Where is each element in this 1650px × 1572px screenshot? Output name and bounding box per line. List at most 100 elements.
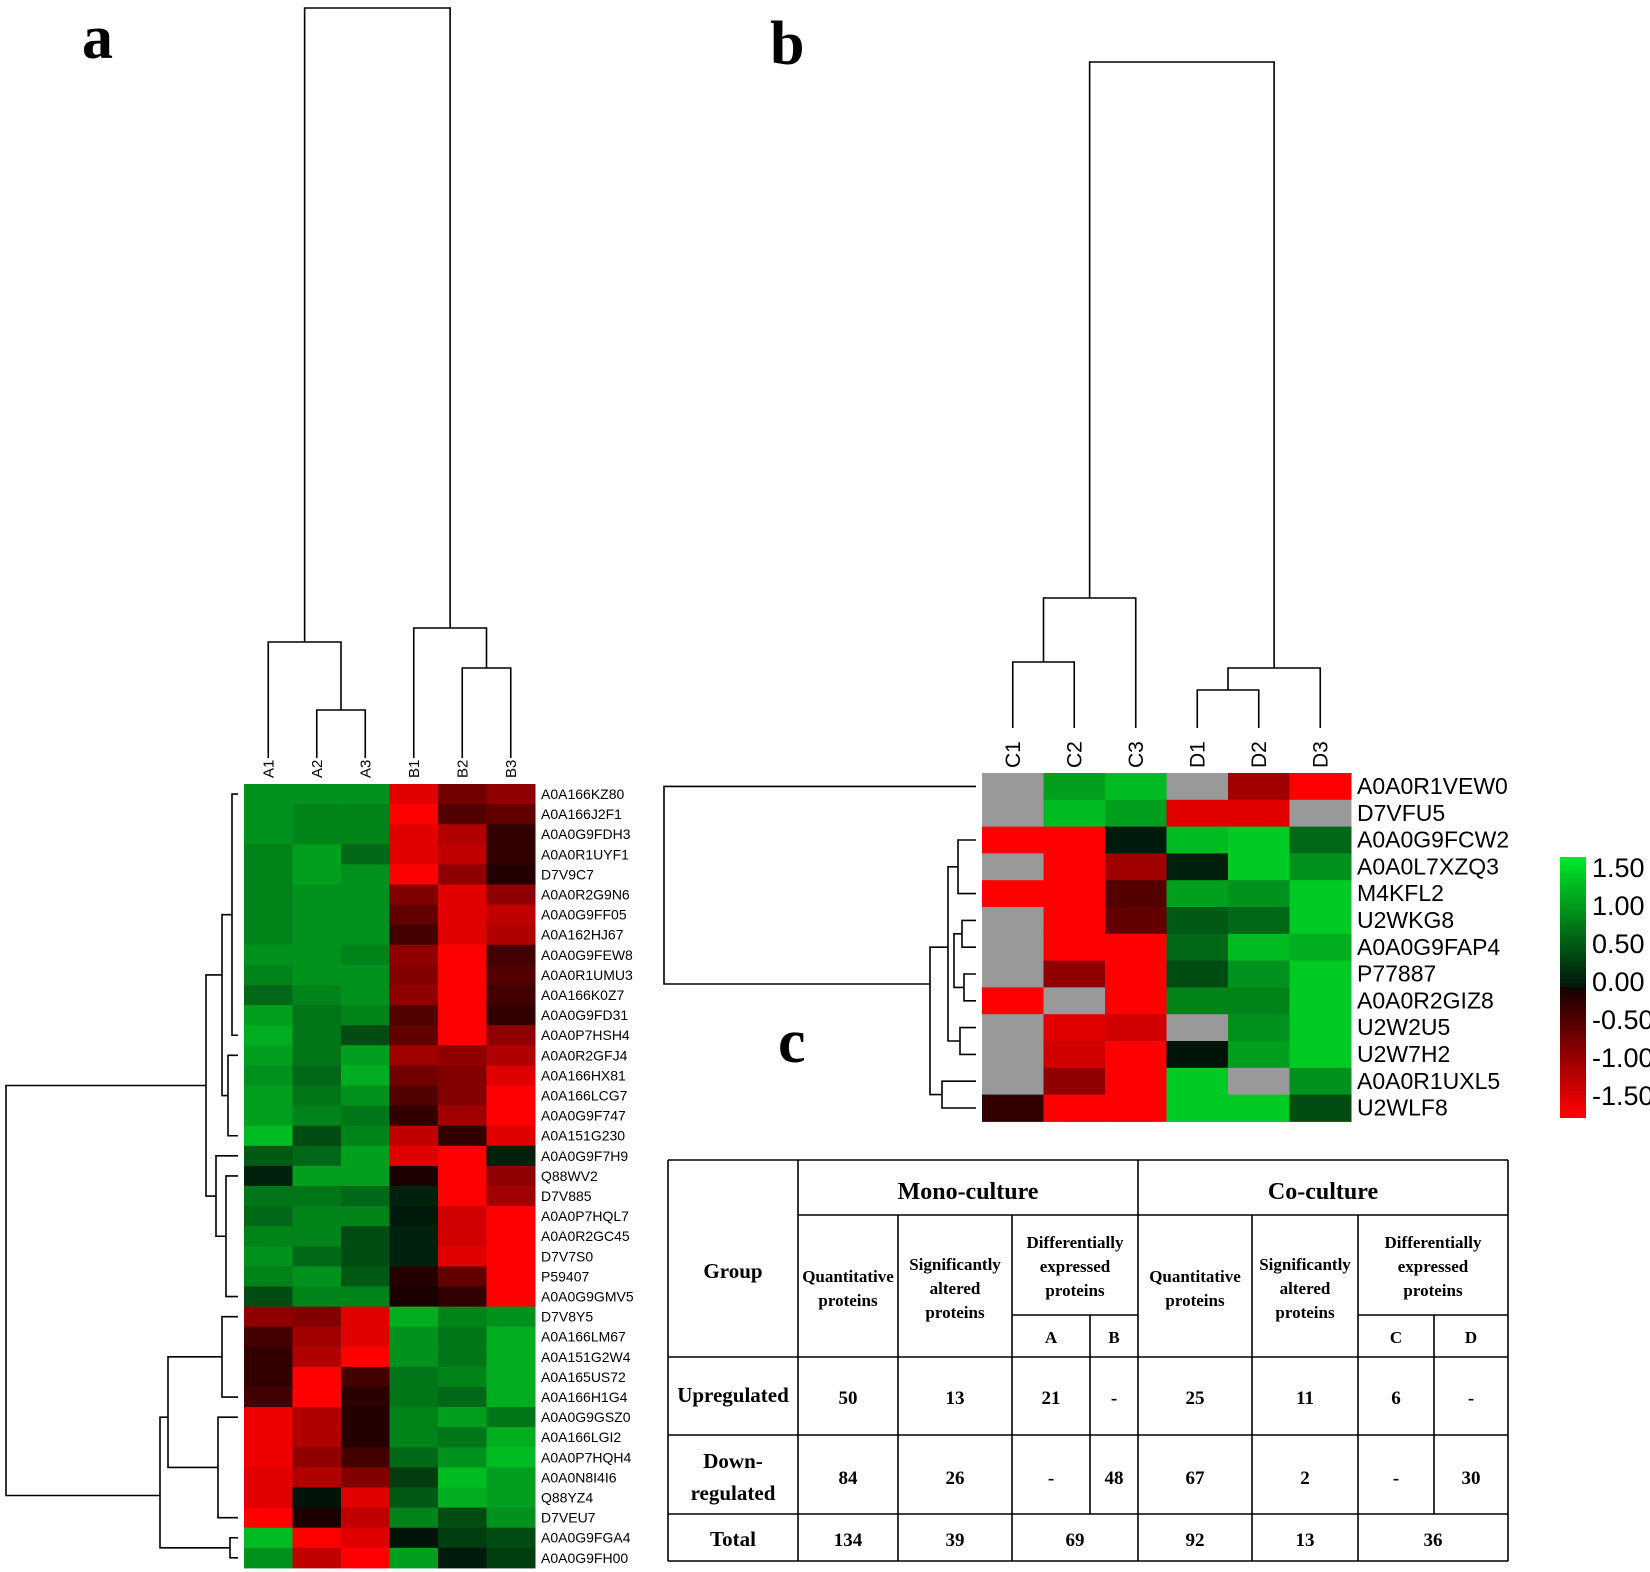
- heatmap-a-cell: [486, 1487, 536, 1509]
- legend-swatch: [1560, 930, 1586, 936]
- heatmap-a-cell: [292, 1547, 342, 1569]
- heatmap-a-cell: [341, 1246, 390, 1267]
- heatmap-a-cell: [244, 1507, 293, 1529]
- dendrogram-a-row-branch: [221, 913, 232, 1097]
- heatmap-a-row-label: A0A0G9FEW8: [541, 947, 633, 963]
- heatmap-a-cell: [244, 1145, 293, 1167]
- table-cell: 13: [1296, 1530, 1315, 1551]
- table-cell: 69: [1066, 1530, 1085, 1551]
- heatmap-a-cell: [292, 1206, 342, 1227]
- heatmap-a-cell: [486, 804, 536, 825]
- heatmap-a-cell: [244, 1527, 293, 1549]
- heatmap-b-cell: [1105, 1041, 1167, 1069]
- heatmap-a-cell: [292, 1065, 342, 1086]
- heatmap-a-cell: [244, 985, 293, 1006]
- heatmap-b-cell: [1166, 987, 1229, 1015]
- heatmap-a-cell: [438, 944, 487, 966]
- heatmap-a-cell: [341, 1487, 390, 1509]
- legend-swatch: [1560, 1030, 1586, 1036]
- heatmap-a-column-label: B2: [454, 760, 471, 778]
- dendrogram-a-row-branch: [205, 974, 222, 1197]
- heatmap-a-cell: [486, 1005, 536, 1026]
- legend-swatch: [1560, 1034, 1586, 1040]
- heatmap-b-cell: [1043, 826, 1106, 854]
- heatmap-a-cell: [341, 864, 390, 885]
- legend-swatch: [1560, 1017, 1586, 1023]
- heatmap-a-column-label: B3: [503, 760, 520, 778]
- table-subheader: Differentially: [1027, 1233, 1124, 1252]
- heatmap-b-row-label: U2WLF8: [1357, 1095, 1448, 1121]
- table-cell: 6: [1391, 1388, 1401, 1409]
- table-row-label: regulated: [691, 1481, 776, 1505]
- heatmap-a-cell: [292, 904, 342, 926]
- heatmap-a-row-label: D7V9C7: [541, 866, 594, 882]
- heatmap-a-cell: [438, 1507, 487, 1529]
- dendrogram-a-row-branch: [229, 1536, 238, 1559]
- heatmap-a-cell: [244, 924, 293, 946]
- heatmap-a-cell: [341, 1547, 390, 1569]
- heatmap-a-cell: [244, 1266, 293, 1287]
- legend-swatch: [1560, 1013, 1586, 1019]
- heatmap-a-cell: [486, 1226, 536, 1247]
- heatmap-b-cell: [982, 907, 1044, 935]
- dendrogram-b-row-branch: [941, 1080, 976, 1109]
- heatmap-a-cell: [292, 1507, 342, 1529]
- table-cell: 48: [1105, 1468, 1124, 1489]
- heatmap-b-cell: [1289, 853, 1352, 881]
- heatmap-a-cell: [389, 824, 439, 845]
- heatmap-a-cell: [292, 1346, 342, 1368]
- heatmap-a-column-label: A1: [260, 760, 277, 778]
- heatmap-a-cell: [292, 1407, 342, 1428]
- legend-tick-label: 1.00: [1592, 891, 1645, 921]
- heatmap-b-cell: [1228, 1041, 1290, 1069]
- heatmap-a-cell: [341, 884, 390, 906]
- heatmap-a-row-label: A0A0R2G9N6: [541, 887, 630, 903]
- legend-swatch: [1560, 943, 1586, 949]
- heatmap-a-cell: [292, 1527, 342, 1549]
- heatmap-a-cell: [486, 1387, 536, 1408]
- heatmap-a-cell: [292, 824, 342, 845]
- heatmap-a-cell: [341, 1306, 390, 1328]
- table-subheader: Differentially: [1385, 1233, 1482, 1252]
- heatmap-a-cell: [292, 1085, 342, 1107]
- heatmap-a-cell: [292, 964, 342, 986]
- heatmap-a-cell: [292, 1306, 342, 1328]
- heatmap-a-cell: [389, 1105, 439, 1127]
- heatmap-b-cell: [1166, 1041, 1229, 1069]
- heatmap-a-cell: [438, 1125, 487, 1147]
- heatmap-a-cell: [292, 1447, 342, 1468]
- table-subheader: Significantly: [909, 1255, 1001, 1274]
- heatmap-a-row-label: A0A0P7HQL7: [541, 1208, 629, 1224]
- heatmap-b-cell: [1166, 1014, 1229, 1042]
- heatmap-a-cell: [244, 1125, 293, 1147]
- legend-swatch: [1560, 1043, 1586, 1049]
- heatmap-a-cell: [341, 1226, 390, 1247]
- heatmap-a-cell: [438, 1447, 487, 1468]
- heatmap-a-row-label: A0A0G9FDH3: [541, 826, 631, 842]
- legend-swatch: [1560, 1039, 1586, 1045]
- heatmap-a-cell: [389, 1306, 439, 1328]
- heatmap-a-cell: [244, 1085, 293, 1107]
- table-subheader: expressed: [1040, 1257, 1111, 1276]
- heatmap-b-cell: [1043, 907, 1106, 935]
- heatmap-b-cell: [1105, 1067, 1167, 1096]
- heatmap-a-cell: [438, 1105, 487, 1127]
- heatmap-a-cell: [292, 1165, 342, 1187]
- heatmap-a-cell: [486, 1125, 536, 1147]
- heatmap-a-cell: [292, 1045, 342, 1066]
- heatmap-a-row-label: A0A0G9FF05: [541, 907, 627, 923]
- table-de-sub: B: [1108, 1328, 1119, 1347]
- heatmap-a-cell: [292, 844, 342, 865]
- heatmap-a-cell: [244, 1346, 293, 1368]
- dendrogram-a-row-branch: [217, 1416, 238, 1519]
- legend-swatch: [1560, 878, 1586, 884]
- heatmap-a-cell: [389, 1447, 439, 1468]
- heatmap-b-cell: [1289, 987, 1352, 1015]
- heatmap-b-cell: [982, 826, 1044, 854]
- dendrogram-a-branch: [303, 7, 451, 642]
- table-subheader: Quantitative: [802, 1267, 894, 1286]
- dendrogram-b-row-branch: [959, 1026, 976, 1056]
- heatmap-b-cell: [982, 773, 1044, 801]
- heatmap-a-cell: [438, 1145, 487, 1167]
- heatmap-a-cell: [486, 1527, 536, 1549]
